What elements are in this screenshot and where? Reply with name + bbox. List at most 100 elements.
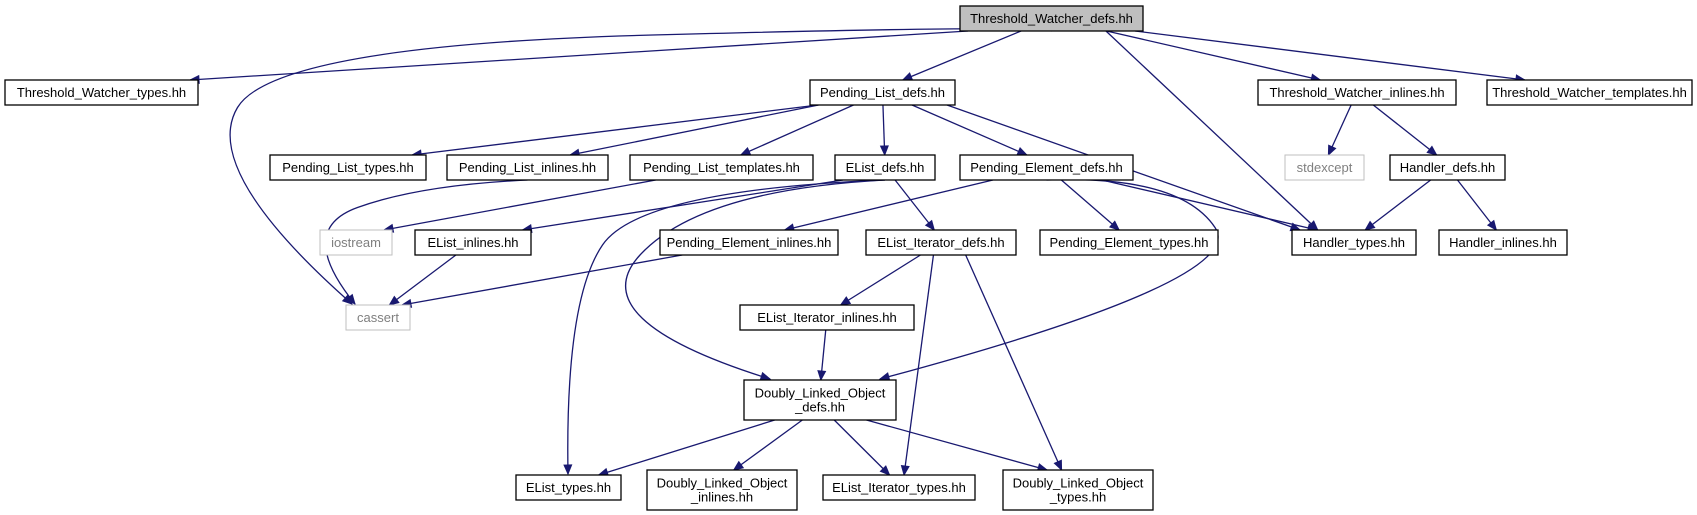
node-label: Pending_List_types.hh — [282, 160, 414, 175]
node-box — [345, 304, 411, 331]
node-box — [1002, 469, 1154, 511]
node-label: Threshold_Watcher_inlines.hh — [1269, 85, 1444, 100]
edge-h_defs-to-h_inlines — [1456, 179, 1498, 232]
node-dlo-defs[interactable]: Doubly_Linked_Object_defs.hh — [743, 379, 897, 421]
node-label: Doubly_Linked_Object — [755, 386, 886, 401]
edge-line — [740, 104, 854, 156]
edge-eli_defs-to-eli_types — [900, 254, 935, 477]
edge-line — [389, 254, 457, 306]
arrowhead — [879, 465, 891, 476]
node-pe-types[interactable]: Pending_Element_types.hh — [1039, 229, 1219, 256]
edge-h_defs-to-h_types — [1364, 179, 1432, 231]
edge-root-to-tw_inlines — [1106, 30, 1322, 83]
edge-line — [383, 179, 656, 231]
arrowhead — [739, 146, 752, 156]
node-tw-inlines[interactable]: Threshold_Watcher_inlines.hh — [1257, 79, 1457, 106]
edge-dlo_defs-to-dlo_inlines — [732, 419, 803, 471]
edge-line — [733, 419, 803, 471]
node-label: _inlines.hh — [690, 490, 753, 505]
node-pl-defs[interactable]: Pending_List_defs.hh — [809, 79, 956, 106]
node-box — [959, 154, 1134, 181]
edge-line — [965, 254, 1063, 471]
arrowhead — [901, 72, 914, 81]
node-box — [743, 379, 897, 421]
node-pl-templates[interactable]: Pending_List_templates.hh — [629, 154, 814, 181]
node-label: Pending_Element_inlines.hh — [667, 235, 832, 250]
arrowhead — [388, 295, 400, 306]
node-box — [739, 304, 915, 331]
node-box — [1257, 79, 1457, 106]
edge-root-to-tw_templates — [1134, 30, 1527, 84]
arrowhead — [1364, 220, 1376, 231]
node-h-types[interactable]: Handler_types.hh — [1291, 229, 1417, 256]
edge-line — [1060, 179, 1120, 231]
node-box — [414, 229, 532, 256]
edge-line — [1106, 30, 1321, 81]
edge-eli_defs-to-dlo_types — [965, 254, 1063, 472]
arrowhead — [924, 219, 936, 232]
edge-pl_inlines-to-cassert — [324, 179, 528, 305]
edge-el_defs-to-dlo_defs — [624, 179, 886, 381]
node-box — [1284, 154, 1365, 181]
edge-dlo_defs-to-eli_types — [833, 419, 891, 476]
arrowhead — [1426, 145, 1438, 156]
node-box — [646, 469, 798, 511]
arrowhead — [563, 464, 573, 476]
edge-el_defs-to-el_inlines — [521, 179, 844, 234]
arrowhead — [732, 460, 745, 471]
node-box — [1039, 229, 1219, 256]
node-box — [1389, 154, 1506, 181]
arrowhead — [1053, 459, 1063, 472]
node-h-inlines[interactable]: Handler_inlines.hh — [1438, 229, 1568, 256]
node-eli-types[interactable]: EList_Iterator_types.hh — [822, 474, 976, 501]
edge-line — [1372, 104, 1438, 156]
edge-tw_inlines-to-stdexcept — [1327, 104, 1352, 157]
node-dlo-types[interactable]: Doubly_Linked_Object_types.hh — [1002, 469, 1154, 511]
edge-line — [401, 254, 683, 306]
node-eli-inlines[interactable]: EList_Iterator_inlines.hh — [739, 304, 915, 331]
node-label: Doubly_Linked_Object — [657, 476, 788, 491]
edge-root-to-pl_defs — [901, 30, 1022, 81]
node-eli-defs[interactable]: EList_Iterator_defs.hh — [865, 229, 1017, 256]
node-el-defs[interactable]: EList_defs.hh — [834, 154, 936, 181]
node-label: Pending_List_inlines.hh — [459, 160, 596, 175]
node-pe-defs[interactable]: Pending_Element_defs.hh — [959, 154, 1134, 181]
arrowhead — [839, 296, 852, 306]
edge-line — [598, 419, 775, 476]
node-label: EList_inlines.hh — [427, 235, 518, 250]
node-el-types[interactable]: EList_types.hh — [515, 474, 622, 501]
arrowhead — [900, 464, 910, 477]
node-box — [269, 154, 427, 181]
edge-pe_defs-to-pe_types — [1060, 179, 1121, 231]
node-pl-types[interactable]: Pending_List_types.hh — [269, 154, 427, 181]
node-label: Threshold_Watcher_templates.hh — [1492, 85, 1687, 100]
edge-line — [903, 254, 935, 476]
edge-eli_defs-to-eli_inlines — [839, 254, 921, 306]
node-label: iostream — [331, 235, 381, 250]
node-box — [659, 229, 839, 256]
node-label: Pending_List_defs.hh — [820, 85, 945, 100]
node-tw-types[interactable]: Threshold_Watcher_types.hh — [4, 79, 199, 106]
edge-line — [833, 419, 890, 476]
node-tw-templates[interactable]: Threshold_Watcher_templates.hh — [1486, 79, 1693, 106]
node-label: Threshold_Watcher_types.hh — [17, 85, 186, 100]
edge-el_defs-to-eli_defs — [894, 179, 936, 232]
node-h-defs[interactable]: Handler_defs.hh — [1389, 154, 1506, 181]
edge-dlo_defs-to-dlo_types — [866, 419, 1049, 472]
node-el-inlines[interactable]: EList_inlines.hh — [414, 229, 532, 256]
node-box — [1486, 79, 1693, 106]
edge-line — [229, 28, 1052, 305]
edge-line — [1105, 30, 1319, 231]
edge-pe_defs-to-pe_inlines — [783, 179, 994, 233]
node-root[interactable]: Threshold_Watcher_defs.hh — [959, 5, 1144, 32]
edge-line — [1101, 179, 1318, 231]
node-label: Handler_inlines.hh — [1449, 235, 1557, 250]
node-dlo-inlines[interactable]: Doubly_Linked_Object_inlines.hh — [646, 469, 798, 511]
node-box — [809, 79, 956, 106]
edge-pe_defs-to-h_types — [1101, 179, 1319, 233]
node-pe-inlines[interactable]: Pending_Element_inlines.hh — [659, 229, 839, 256]
edge-line — [522, 179, 844, 231]
node-pl-inlines[interactable]: Pending_List_inlines.hh — [446, 154, 609, 181]
edge-root-to-h_types — [1105, 30, 1319, 231]
